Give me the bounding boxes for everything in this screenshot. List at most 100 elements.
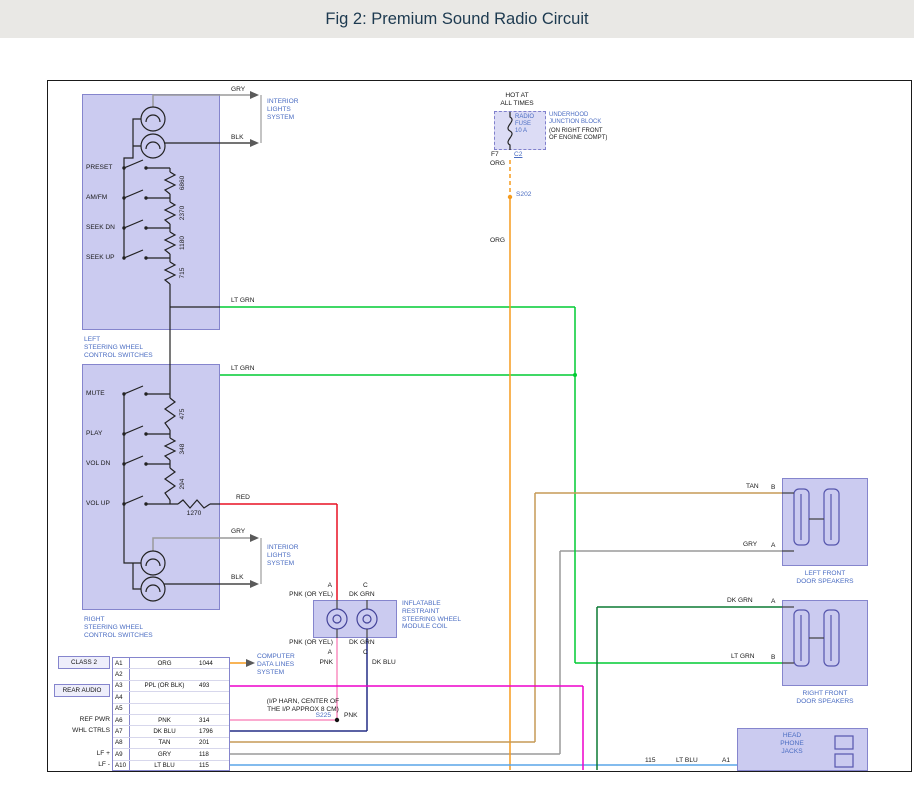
splice-s202-label[interactable]: S202 <box>516 191 532 198</box>
lf-speakers-label: LEFT FRONT DOOR SPEAKERS <box>796 570 854 585</box>
headphone-pin-a1: A1 <box>722 757 731 764</box>
gry-wire-label-top: GRY <box>231 86 246 93</box>
connector-pin: A2 <box>113 669 130 680</box>
pnk-splice-wire-label: PNK <box>344 712 358 719</box>
junction-block-note: (ON RIGHT FRONT OF ENGINE COMPT) <box>549 128 608 142</box>
connector-row: A3 PPL (OR BLK) 493 <box>113 679 229 692</box>
headphone-circuit-number: 115 <box>645 757 656 764</box>
connector-circuit-number: 314 <box>199 716 210 724</box>
tan-wire-label: TAN <box>746 483 759 490</box>
switch-label-seekdn: SEEK DN <box>86 224 115 231</box>
left-switch-box-label: LEFT STEERING WHEEL CONTROL SWITCHES <box>84 336 153 359</box>
gry-speaker-wire-label: GRY <box>743 541 758 548</box>
switch-label-seekup: SEEK UP <box>86 254 115 261</box>
lf-minus-label: LF - <box>98 761 110 768</box>
rf-speaker-pin-a: A <box>771 598 776 605</box>
pnk-or-yel-label-top: PNK (OR YEL) <box>289 591 333 598</box>
interior-lights-label-top: INTERIOR LIGHTS SYSTEM <box>267 98 299 121</box>
connector-wire-color: ORG <box>157 659 172 667</box>
connector-pin: A7 <box>113 726 130 737</box>
interior-lights-label-bottom: INTERIOR LIGHTS SYSTEM <box>267 544 299 567</box>
hot-at-all-times-label: HOT AT ALL TIMES <box>500 92 534 107</box>
pnk-or-yel-label-bottom: PNK (OR YEL) <box>289 639 333 646</box>
connector-wire-color: DK BLU <box>153 728 176 736</box>
ref-pwr-label: REF PWR <box>79 716 110 723</box>
switch-label-voldn: VOL DN <box>86 460 111 467</box>
lt-grn-wire-label-2: LT GRN <box>231 365 255 372</box>
dk-grn-label-top: DK GRN <box>349 591 375 598</box>
dk-blu-harness-label: DK BLU <box>372 659 396 666</box>
connector-pin: A5 <box>113 703 130 714</box>
connector-pin: A1 <box>113 658 130 669</box>
coil-pin-c-top: C <box>363 582 368 589</box>
right-switch-box-label: RIGHT STEERING WHEEL CONTROL SWITCHES <box>84 616 153 639</box>
left-front-door-speakers-box <box>782 478 868 566</box>
org-wire-label-1: ORG <box>490 160 506 167</box>
connector-wire-color: PNK <box>158 716 171 724</box>
connector-wire-color: LT BLU <box>154 762 175 770</box>
rf-speakers-label: RIGHT FRONT DOOR SPEAKERS <box>796 690 854 705</box>
radio-fuse-label: RADIO FUSE 10 A <box>515 114 535 135</box>
right-front-door-speakers-box <box>782 600 868 686</box>
whl-ctrls-label: WHL CTRLS <box>72 727 110 734</box>
connector-row: A6 PNK 314 <box>113 713 229 726</box>
connector-pin: A9 <box>113 749 130 760</box>
class2-label-box: CLASS 2 <box>58 656 110 669</box>
org-wire-label-2: ORG <box>490 237 506 244</box>
lt-grn-wire-label-1: LT GRN <box>231 297 255 304</box>
connector-row: A7 DK BLU 1796 <box>113 725 229 737</box>
connector-circuit-number: 115 <box>199 762 209 770</box>
coil-pin-a-top: A <box>327 582 332 589</box>
lt-blu-wire-label: LT BLU <box>676 757 698 764</box>
headphone-jacks-label: HEAD PHONE JACKS <box>780 732 804 755</box>
switch-label-amfm: AM/FM <box>86 194 108 201</box>
lf-speaker-pin-a: A <box>771 542 776 549</box>
right-steering-wheel-switch-box <box>82 364 220 610</box>
connector-row: A2 <box>113 668 229 680</box>
resistor-1270-label: 1270 <box>186 510 202 517</box>
lf-plus-label: LF + <box>96 750 110 757</box>
gry-wire-label-bottom: GRY <box>231 528 246 535</box>
connector-circuit-number: 493 <box>199 682 210 690</box>
left-steering-wheel-switch-box <box>82 94 220 330</box>
switch-label-play: PLAY <box>86 430 103 437</box>
connector-pin: A8 <box>113 737 130 749</box>
junction-block-label: UNDERHOOD JUNCTION BLOCK <box>549 112 602 126</box>
connector-pin: A10 <box>113 760 130 771</box>
switch-label-mute: MUTE <box>86 390 105 397</box>
pnk-harness-label: PNK <box>319 659 333 666</box>
connector-circuit-number: 1796 <box>199 728 213 736</box>
connector-row: A4 <box>113 691 229 703</box>
switch-label-volup: VOL UP <box>86 500 110 507</box>
srs-coil-box <box>313 600 397 638</box>
blk-wire-label-bottom: BLK <box>231 574 244 581</box>
blk-wire-label-top: BLK <box>231 134 244 141</box>
red-wire-label: RED <box>236 494 250 501</box>
rear-audio-label-box: REAR AUDIO <box>54 684 110 697</box>
computer-data-lines-label: COMPUTER DATA LINES SYSTEM <box>257 653 295 676</box>
fuse-pin-f7-label: F7 <box>491 151 499 158</box>
coil-pin-c-bottom: C <box>363 649 368 656</box>
connector-pin: A4 <box>113 692 130 703</box>
srs-coil-label: INFLATABLE RESTRAINT STEERING WHEEL MODU… <box>402 600 461 631</box>
connector-wire-color: PPL (OR BLK) <box>144 682 185 690</box>
connector-row: A5 <box>113 702 229 714</box>
title-bar: Fig 2: Premium Sound Radio Circuit <box>0 0 914 38</box>
dk-grn-label-bottom: DK GRN <box>349 639 375 646</box>
class2-label: CLASS 2 <box>71 659 97 666</box>
lf-speaker-pin-b: B <box>771 484 776 491</box>
coil-pin-a-bottom: A <box>327 649 332 656</box>
connector-pin: A3 <box>113 680 130 692</box>
splice-s225-label[interactable]: S225 <box>315 712 331 719</box>
connector-wire-color: GRY <box>157 750 172 758</box>
connector-pin: A6 <box>113 714 130 726</box>
connector-wire-color: TAN <box>158 739 171 747</box>
page-title: Fig 2: Premium Sound Radio Circuit <box>325 9 589 28</box>
connector-c2-link[interactable]: C2 <box>514 151 523 158</box>
lt-grn-speaker-wire-label: LT GRN <box>731 653 755 660</box>
switch-label-preset: PRESET <box>86 164 113 171</box>
